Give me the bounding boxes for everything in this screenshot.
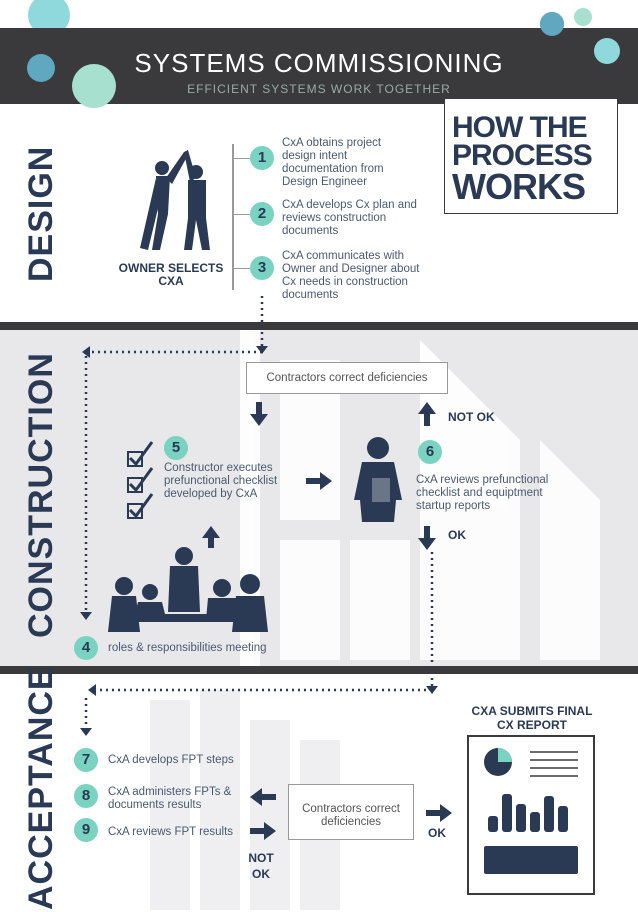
section-divider <box>0 322 638 330</box>
design-timeline-line <box>232 144 234 290</box>
step-1-number: 1 <box>250 146 274 170</box>
how-title: HOW THE PROCESS WORKS <box>452 111 593 207</box>
step-2-number: 2 <box>250 202 274 226</box>
ok-label-acceptance: OK <box>428 826 446 840</box>
step-5-text: Constructor executes prefunctional check… <box>164 462 278 500</box>
page-title: SYSTEMS COMMISSIONING <box>134 48 504 78</box>
step-7-text: CxA develops FPT steps <box>108 754 234 766</box>
not-ok-label: NOT OK <box>448 410 495 424</box>
step-4-text: roles & responsibilities meeting <box>108 642 267 654</box>
step-6-text: CxA reviews prefunctional checklist and … <box>416 474 549 512</box>
contractors-correct-box: Contractors correct deficiencies <box>246 362 448 394</box>
decor-circle <box>540 12 564 36</box>
step-6-number: 6 <box>418 440 442 464</box>
step-2-text: CxA develops Cx plan and reviews constru… <box>282 199 417 237</box>
section-divider <box>0 666 638 674</box>
final-report-label: CXA SUBMITS FINAL CX REPORT <box>471 704 593 732</box>
design-connector <box>234 214 250 215</box>
not-ok-label-acceptance: NOT OK <box>248 851 274 881</box>
page-subtitle: EFFICIENT SYSTEMS WORK TOGETHER <box>187 82 451 96</box>
step-7-number: 7 <box>74 748 98 772</box>
owner-selects-label: OWNER SELECTS CXA <box>118 261 224 288</box>
step-8-text: CxA administers FPTs & documents results <box>108 786 232 811</box>
design-connector <box>234 158 250 159</box>
how-box <box>444 98 618 214</box>
step-3-number: 3 <box>250 256 274 280</box>
step-5-number: 5 <box>164 436 188 460</box>
contractors-correct-box-acceptance: Contractors correct deficiencies <box>288 784 414 840</box>
step-9-number: 9 <box>74 818 98 842</box>
step-8-number: 8 <box>74 784 98 808</box>
decor-circle <box>594 38 620 64</box>
step-4-number: 4 <box>74 636 98 660</box>
design-connector <box>234 268 250 269</box>
decor-circle <box>27 54 55 82</box>
step-3-text: CxA communicates with Owner and Designer… <box>282 250 420 301</box>
decor-circle <box>574 8 592 26</box>
ok-label: OK <box>448 528 466 542</box>
step-1-text: CxA obtains project design intent docume… <box>282 137 384 188</box>
step-9-text: CxA reviews FPT results <box>108 826 234 838</box>
decor-circle <box>72 64 116 108</box>
